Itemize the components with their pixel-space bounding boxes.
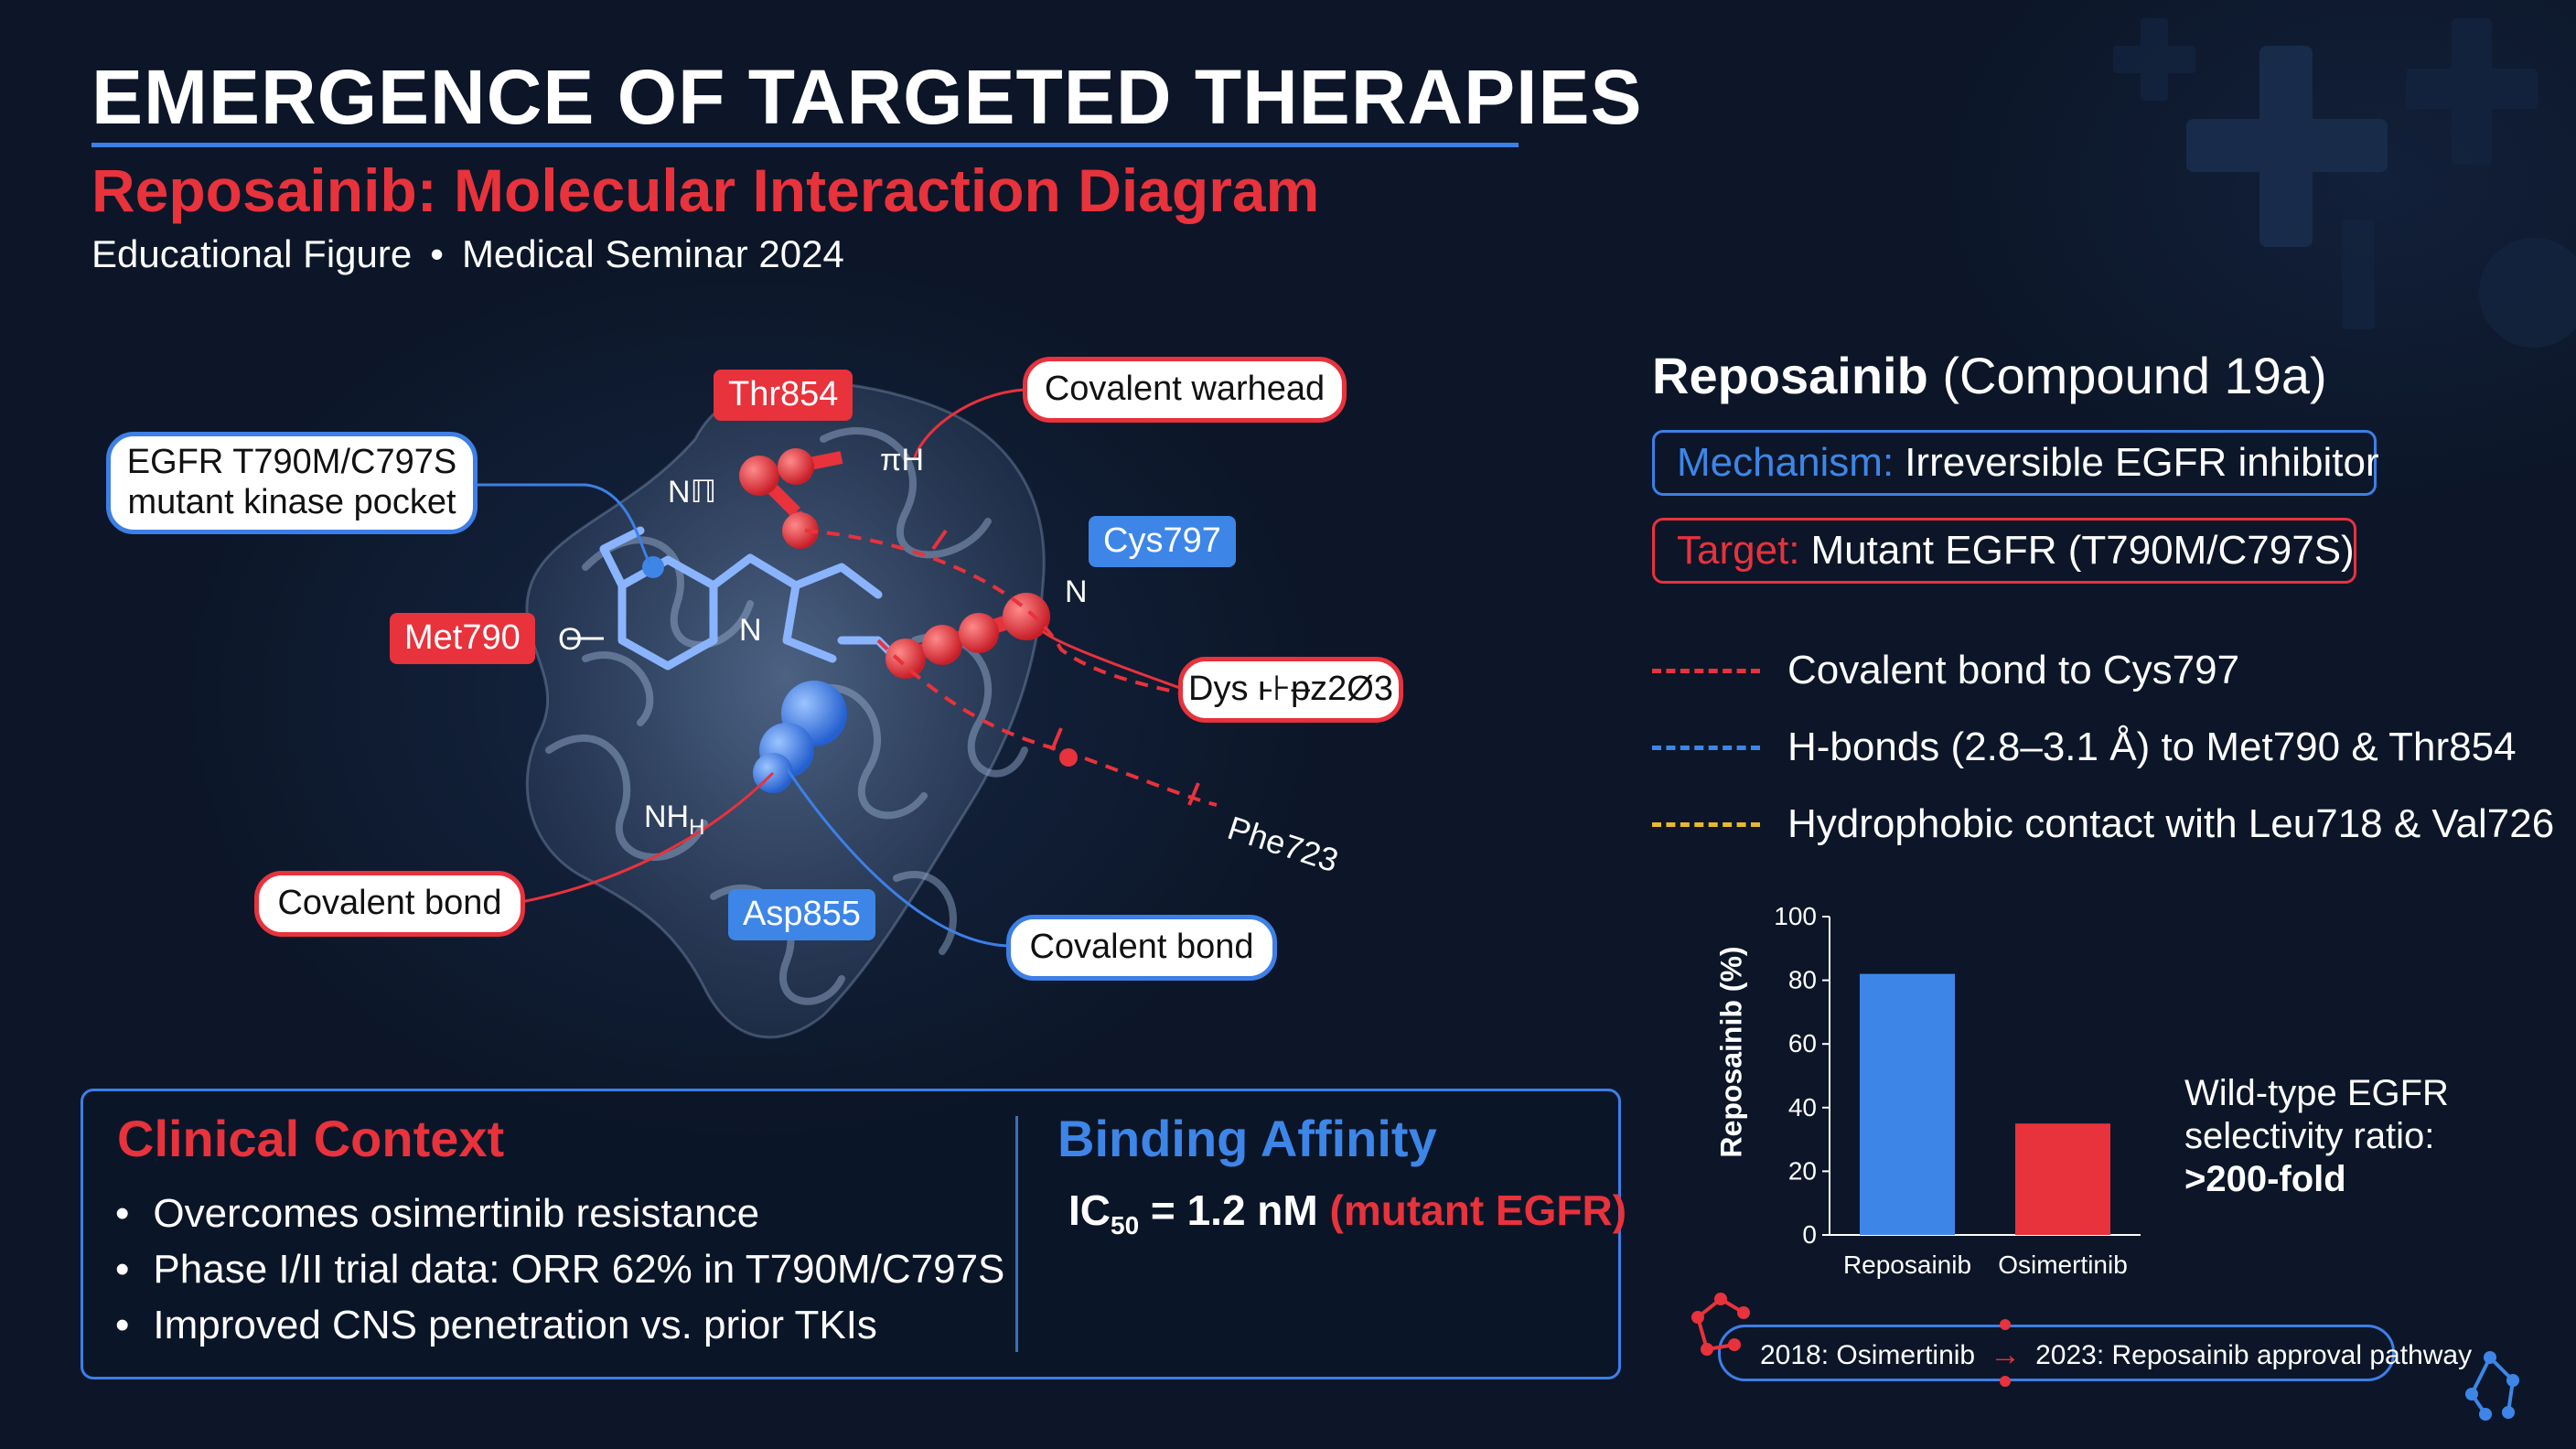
legend-item-covalent: Covalent bond to Cys797 xyxy=(1652,648,2239,693)
callout-covalent-warhead: Covalent warhead xyxy=(1023,357,1347,423)
legend-label: Hydrophobic contact with Leu718 & Val726 xyxy=(1787,801,2555,846)
selectivity-note: Wild-type EGFR selectivity ratio: >200-f… xyxy=(2184,1072,2449,1201)
page-title: EMERGENCE OF TARGETED THERAPIES xyxy=(91,54,1643,140)
callout-leaders xyxy=(478,388,1181,948)
compound-name: Reposainib xyxy=(1652,347,1928,404)
figure-caption: Educational Figure • Medical Seminar 2024 xyxy=(91,232,844,276)
compound-title: Reposainib (Compound 19a) xyxy=(1652,346,2327,405)
timeline-text: 2018: Osimertinib → 2023: Reposainib app… xyxy=(1760,1337,2472,1373)
title-underline xyxy=(91,143,1519,147)
legend-swatch-yellow xyxy=(1652,821,1760,827)
y-tick-label: 60 xyxy=(1788,1029,1817,1057)
callout-covalent-bond-right: Covalent bond xyxy=(1006,915,1277,981)
timeline-start: 2018: Osimertinib xyxy=(1760,1339,1976,1370)
atom-label-nh-top: Nℿ xyxy=(668,475,717,510)
ic50-prefix: IC xyxy=(1068,1186,1111,1234)
selectivity-value: >200-fold xyxy=(2184,1159,2346,1199)
y-tick-label: 20 xyxy=(1788,1156,1817,1185)
x-tick-label: Osimertinib xyxy=(1998,1250,2128,1279)
residue-tag-met790: Met790 xyxy=(390,613,535,664)
mechanism-value: Irreversible EGFR inhibitor xyxy=(1905,440,2379,485)
residue-tag-cys797: Cys797 xyxy=(1089,516,1236,567)
y-tick-label: 80 xyxy=(1788,966,1817,994)
legend-item-hbonds: H-bonds (2.8–3.1 Å) to Met790 & Thr854 xyxy=(1652,724,2517,770)
callout-dys: Dys ⱶ⊦ᵽz2Ø3 xyxy=(1178,657,1403,723)
selectivity-line2: selectivity ratio: xyxy=(2184,1116,2435,1156)
callout-kinase-pocket: EGFR T790M/C797S mutant kinase pocket xyxy=(106,432,478,534)
bar-reposainib xyxy=(1860,973,1955,1235)
covalent-interaction-lines xyxy=(804,529,1218,807)
legend-label: H-bonds (2.8–3.1 Å) to Met790 & Thr854 xyxy=(1787,724,2517,769)
bullet-item: Overcomes osimertinib resistance xyxy=(115,1186,1004,1241)
atom-label-pi-h: πH xyxy=(880,443,925,478)
y-tick-label: 0 xyxy=(1802,1220,1817,1249)
timeline-arrow-icon: → xyxy=(1990,1337,2022,1372)
mechanism-box: Mechanism:Irreversible EGFR inhibitor xyxy=(1652,430,2379,496)
bullet-item: Improved CNS penetration vs. prior TKIs xyxy=(115,1297,1004,1353)
molecule-network-icon xyxy=(2465,1351,2519,1421)
callout-covalent-bond-left: Covalent bond xyxy=(254,871,525,937)
ic50-note: (mutant EGFR) xyxy=(1329,1186,1627,1234)
page-subtitle: Reposainib: Molecular Interaction Diagra… xyxy=(91,156,1320,224)
ic50-subscript: 50 xyxy=(1111,1211,1140,1240)
mechanism-label: Mechanism: xyxy=(1677,440,1894,485)
caption-right: Medical Seminar 2024 xyxy=(461,232,844,275)
compound-code: (Compound 19a) xyxy=(1942,347,2327,404)
timeline-pill xyxy=(1718,1325,2395,1381)
y-tick-label: 100 xyxy=(1774,906,1817,930)
target-value: Mutant EGFR (T790M/C797S) xyxy=(1810,528,2355,573)
atom-label-n-mid: N xyxy=(739,613,762,648)
atom-label-o: O xyxy=(558,622,583,657)
chart-y-axis-label: Reposainib (%) xyxy=(1714,946,1748,1158)
y-tick-label: 40 xyxy=(1788,1093,1817,1122)
bullet-item: Phase I/II trial data: ORR 62% in T790M/… xyxy=(115,1241,1004,1297)
target-label: Target: xyxy=(1677,528,1800,573)
molecule-network-icon xyxy=(1691,1293,1750,1356)
ic50-number: = 1.2 nM xyxy=(1139,1186,1330,1234)
callout-kinase-pocket-line2: mutant kinase pocket xyxy=(127,483,456,521)
ic50-value: IC50 = 1.2 nM (mutant EGFR) xyxy=(1068,1186,1626,1240)
atom-label-nh-bottom: NHH xyxy=(644,800,705,840)
legend-swatch-red xyxy=(1652,668,1760,673)
caption-separator: • xyxy=(430,232,444,275)
atom-label-n-right: N xyxy=(1065,574,1088,609)
warhead-atoms xyxy=(739,448,843,549)
selectivity-line1: Wild-type EGFR xyxy=(2184,1073,2449,1113)
residue-tag-thr854: Thr854 xyxy=(714,370,853,421)
interaction-point xyxy=(1059,748,1078,767)
clinical-context-title: Clinical Context xyxy=(117,1110,505,1167)
timeline-dots xyxy=(2000,1319,2011,1387)
callout-kinase-pocket-line1: EGFR T790M/C797S xyxy=(126,443,457,482)
caption-left: Educational Figure xyxy=(91,232,413,275)
x-tick-label: Reposainib xyxy=(1843,1250,1971,1279)
medical-cross-decoration-icon xyxy=(2113,18,2576,348)
clinical-bullets: Overcomes osimertinib resistance Phase I… xyxy=(115,1186,1004,1353)
legend-swatch-blue xyxy=(1652,745,1760,750)
legend-label: Covalent bond to Cys797 xyxy=(1787,648,2240,692)
ligand-atom-blue xyxy=(642,556,664,578)
residue-tag-asp855: Asp855 xyxy=(728,889,875,940)
legend-item-hydrophobic: Hydrophobic contact with Leu718 & Val726 xyxy=(1652,801,2554,847)
panel-divider xyxy=(1015,1116,1018,1352)
cys797-atoms xyxy=(886,593,1050,679)
target-box: Target:Mutant EGFR (T790M/C797S) xyxy=(1652,518,2356,584)
binding-affinity-title: Binding Affinity xyxy=(1057,1110,1437,1167)
bar-osimertinib xyxy=(2015,1123,2110,1235)
timeline-end: 2023: Reposainib approval pathway xyxy=(2035,1339,2473,1370)
